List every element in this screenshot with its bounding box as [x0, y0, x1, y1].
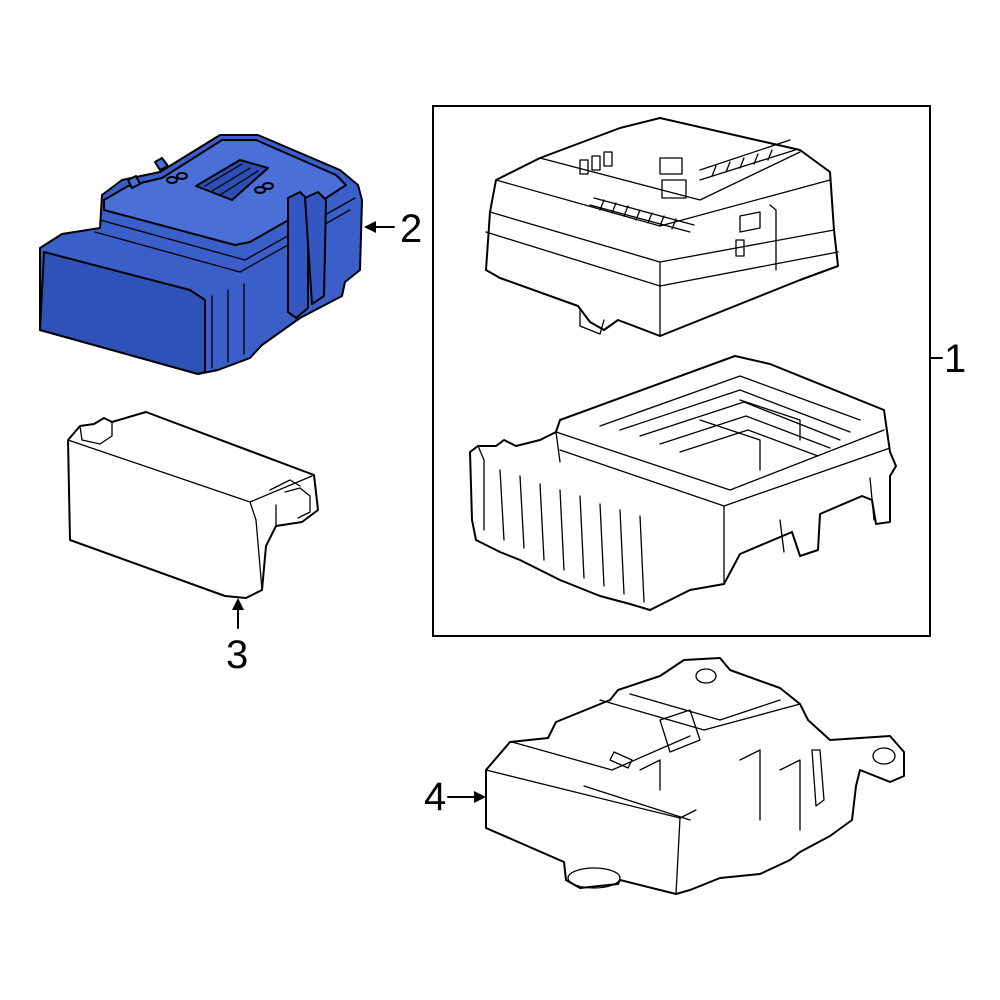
callout-label-2: 2: [400, 207, 422, 251]
callout-4: 4: [424, 775, 486, 819]
callout-2: 2: [364, 207, 422, 251]
callout-3: 3: [226, 598, 248, 677]
part-2-cover[interactable]: [39, 134, 363, 375]
callout-label-3: 3: [226, 633, 248, 677]
callout-1: 1: [929, 337, 966, 381]
arrow-head-4: [474, 791, 486, 803]
arrow-head-3: [232, 598, 244, 610]
callout-label-1: 1: [944, 337, 966, 381]
assembly-box-1: [432, 105, 931, 637]
part-4-bracket[interactable]: [485, 657, 905, 895]
part-3-cover[interactable]: [67, 411, 319, 599]
part-1-lower-housing[interactable]: [469, 355, 897, 611]
callout-label-4: 4: [424, 775, 446, 819]
arrow-head-2: [364, 221, 376, 233]
part-1-upper-block[interactable]: [485, 117, 839, 337]
